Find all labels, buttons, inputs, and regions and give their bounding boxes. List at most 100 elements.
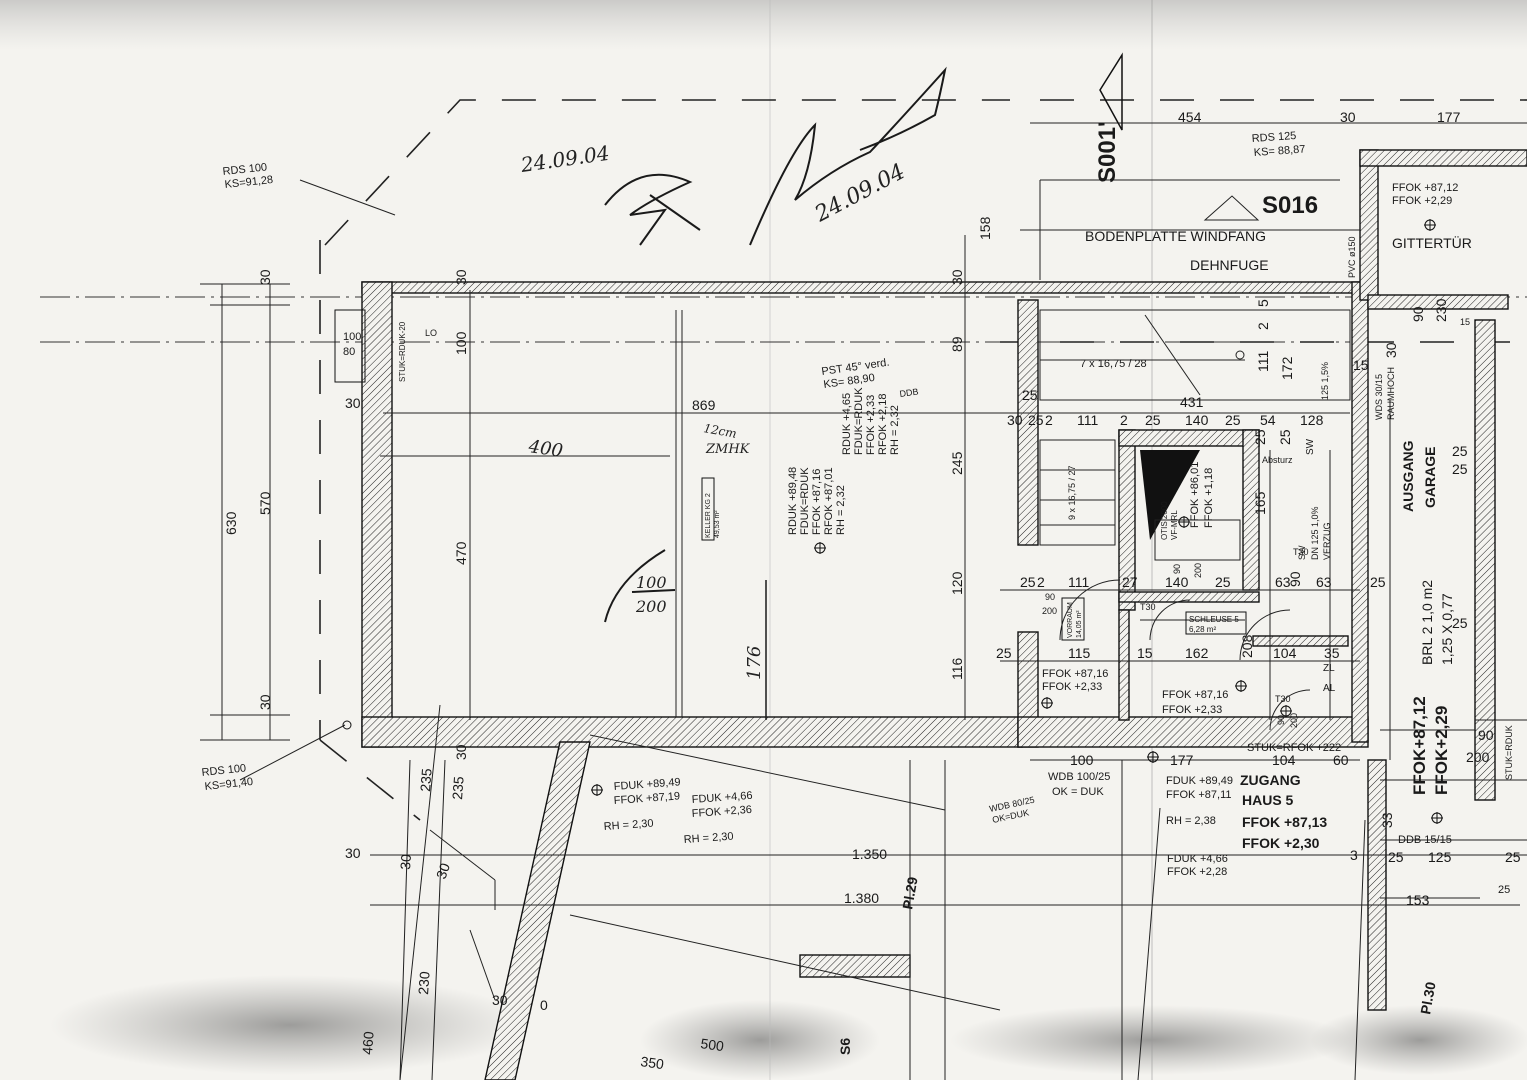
label-ok-duk: OK = DUK: [1052, 786, 1104, 798]
rds-3-a: RDS 125: [1251, 130, 1296, 145]
label-wdb-100: WDB 100/25: [1048, 771, 1110, 783]
dim-30-v1: 30: [345, 395, 361, 411]
level-keller-3: RFOK +87,01: [823, 467, 835, 535]
rds-2-b: KS=91,40: [204, 776, 254, 793]
dim-153: 153: [1406, 892, 1430, 908]
label-r125: 125 1,5%: [1320, 362, 1330, 400]
handwritten-date: 24.09.04: [518, 141, 611, 177]
dim-row3-0: 25: [996, 645, 1012, 661]
dimension-lines: [200, 122, 1527, 899]
level-keller2-2: FFOK +2,33: [865, 395, 877, 455]
dimension-numbers: 454 30 177 158 30 30 30 100 80 100 630 5…: [223, 109, 1521, 1072]
level-markers: [342, 52, 1443, 824]
room-keller-area: 49,53 m²: [714, 510, 721, 538]
dim-row2-1: 2: [1037, 574, 1045, 590]
label-ddb-1515: DDB 15/15: [1398, 834, 1452, 846]
dim-30-v2: 30: [257, 694, 273, 710]
dim-80: 80: [343, 346, 355, 358]
level-schleuse-1: FFOK +2,33: [1162, 704, 1222, 716]
level-outside2-0: FDUK +4,66: [691, 790, 753, 806]
dim-30-l5: 30: [492, 992, 508, 1008]
label-sw-1: SW: [1305, 438, 1316, 455]
dim-row2-9: 25: [1370, 574, 1386, 590]
label-stuk-top: STUK=RDUK-20: [398, 321, 407, 382]
label-dn125: DN 125 1,0%: [1310, 506, 1320, 560]
level-zugang-left-2: RH = 2,38: [1166, 815, 1216, 827]
level-keller2-4: RH = 2,32: [889, 405, 901, 455]
handwritten-zmhk: ZMHK: [705, 442, 751, 457]
level-schleuse-0: FFOK +87,16: [1162, 689, 1228, 701]
level-bottom-1: FFOK +2,28: [1167, 866, 1227, 878]
dim-30-l: 30: [453, 744, 469, 760]
dim-245: 245: [949, 451, 965, 475]
dim-454: 454: [1178, 109, 1202, 125]
dim-470: 470: [453, 541, 469, 565]
rds-1-b: KS=91,28: [224, 174, 274, 191]
label-zugang-ffok-1: FFOK +87,13: [1242, 814, 1327, 830]
dim-5: 5: [1255, 299, 1271, 307]
label-ddb: DDB: [899, 386, 919, 399]
label-ffok-g1: FFOK +87,12: [1392, 182, 1458, 194]
label-sw-2: SW: [1297, 545, 1307, 560]
label-ffok-big-1: FFOK+87,12: [1410, 696, 1429, 795]
label-t30-b: T30: [1140, 602, 1156, 612]
dim-1380: 1.380: [844, 890, 879, 906]
label-ausgang: AUSGANG: [1400, 440, 1416, 512]
outline-dashed: [40, 99, 1527, 821]
level-outside1-0: FDUK +89,49: [613, 776, 681, 793]
dim-row1-4: 2: [1120, 412, 1128, 428]
dim-235-b: 235: [449, 776, 467, 801]
level-keller2-3: RFOK +2,18: [877, 394, 889, 455]
dim-row1-9: 128: [1300, 412, 1324, 428]
dim-row2-0: 25: [1020, 574, 1036, 590]
section-labels: S001' S016 S6 Pl.29 Pl.30: [837, 121, 1439, 1055]
label-zugang-ffok-2: FFOK +2,30: [1242, 835, 1320, 851]
label-absturz: Absturz: [1262, 455, 1293, 465]
dim-100-b: 100: [1070, 752, 1094, 768]
dim-row1-2: 2: [1045, 412, 1053, 428]
section-s6: S6: [837, 1038, 853, 1055]
dim-25-g2: 25: [1452, 461, 1468, 477]
dim-570: 570: [257, 491, 273, 515]
dim-row3-3: 162: [1185, 645, 1209, 661]
dim-3: 3: [1350, 847, 1358, 863]
label-ffok-lift-2: FFOK +1,18: [1203, 468, 1215, 528]
label-ffok-lift-1: FFOK +86,01: [1189, 462, 1201, 528]
rds-1-a: RDS 100: [222, 161, 268, 178]
dim-33: 33: [1379, 812, 1395, 828]
dim-row1-7: 25: [1225, 412, 1241, 428]
dim-89: 89: [949, 336, 965, 352]
dim-200-r: 200: [1466, 749, 1490, 765]
level-keller-2: FFOK +87,16: [811, 469, 823, 535]
dim-90-e: 90: [1172, 564, 1182, 574]
dim-0: 0: [540, 997, 548, 1013]
plot-29: Pl.29: [899, 875, 920, 910]
handwritten-fraction-top: 100: [636, 573, 667, 592]
dim-120: 120: [949, 571, 965, 595]
rds-3-b: KS= 88,87: [1253, 143, 1305, 159]
label-verzug: VERZUG: [1322, 522, 1332, 560]
dim-158: 158: [977, 216, 993, 240]
plot-30: Pl.30: [1417, 980, 1438, 1015]
dim-25-r2: 25: [1505, 849, 1521, 865]
dim-869: 869: [692, 397, 716, 413]
walls: [361, 149, 1527, 1080]
signature-date: 24.09.04: [810, 159, 909, 228]
label-zugang: ZUGANG: [1240, 772, 1301, 788]
label-zl: ZL: [1323, 663, 1335, 674]
dim-165: 165: [1252, 491, 1268, 515]
level-keller2-1: FDUK=RDUK: [853, 387, 865, 455]
room-schleuse-name: SCHLEUSE 5: [1189, 615, 1239, 624]
level-keller-1: FDUK=RDUK: [799, 467, 811, 535]
dim-90-r: 90: [1478, 727, 1494, 743]
dim-row1-6: 140: [1185, 412, 1209, 428]
dim-30-r: 30: [1383, 342, 1399, 358]
level-keller-4: RH = 2,32: [835, 485, 847, 535]
text-annotations: RDS 100 KS=91,28 RDS 100 KS=91,40 RDS 12…: [201, 130, 1514, 851]
label-pvc: PVC ø150: [1347, 236, 1357, 278]
room-keller-name: KELLER KG 2: [705, 493, 712, 538]
